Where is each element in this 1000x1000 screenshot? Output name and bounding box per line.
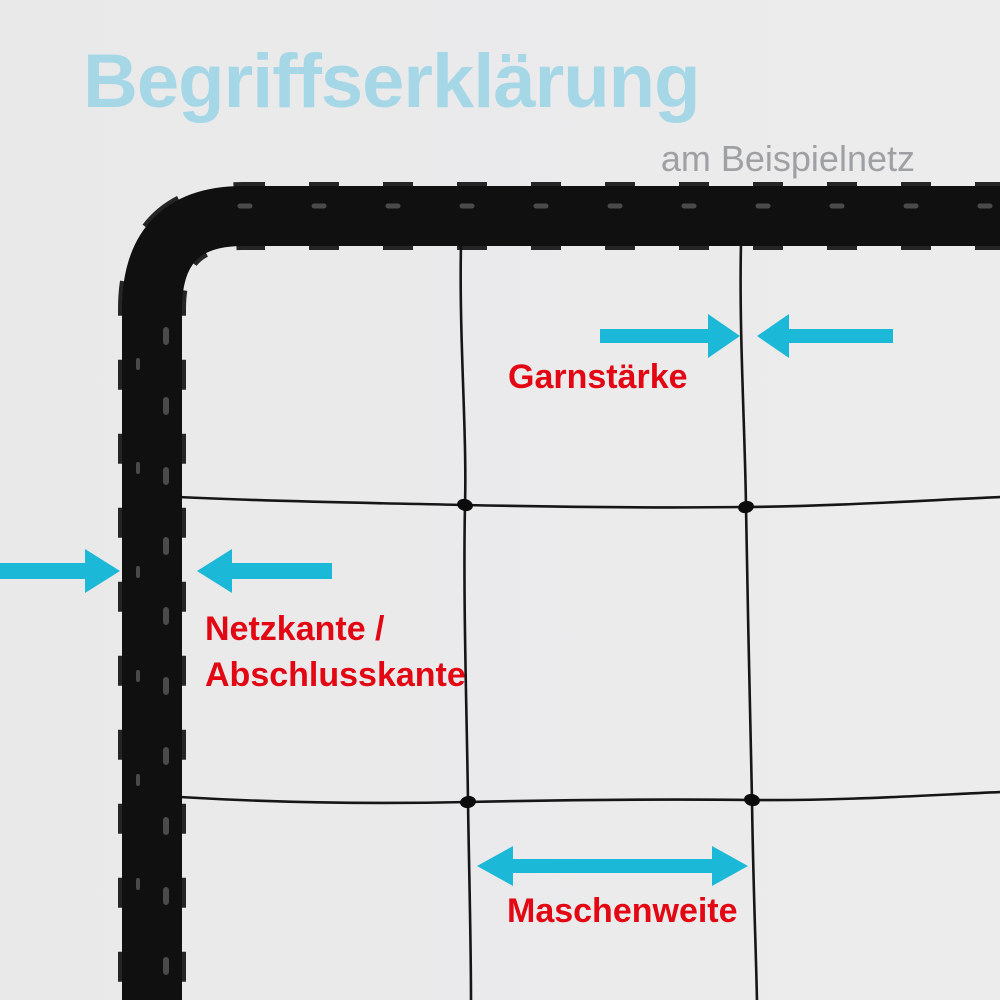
netzkante-arrow-right [197, 549, 332, 593]
mesh-knots [457, 498, 760, 809]
maschenweite-arrow [477, 846, 748, 886]
garnstaerke-arrow-left [600, 314, 740, 358]
mesh-vertical-line-2 [739, 242, 759, 1000]
label-netzkante-line1: Netzkante / [205, 610, 385, 648]
mesh-horizontal-line-2 [178, 790, 1000, 805]
page-subtitle: am Beispielnetz [660, 138, 915, 179]
page-title: Begriffserklärung [83, 39, 700, 124]
garnstaerke-arrow-right [757, 314, 893, 358]
netzkante-arrow-left [0, 549, 120, 593]
mesh-horizontal-line-1 [176, 495, 1000, 509]
label-netzkante: Netzkante / Abschlusskante [205, 606, 466, 698]
label-maschenweite: Maschenweite [507, 892, 738, 930]
label-netzkante-line2: Abschlusskante [205, 656, 466, 694]
mesh-vertical-line-1 [459, 242, 473, 1000]
net-border-rope [118, 182, 1000, 1000]
label-garnstaerke: Garnstärke [508, 358, 688, 396]
net-mesh-grid [176, 242, 1000, 1000]
